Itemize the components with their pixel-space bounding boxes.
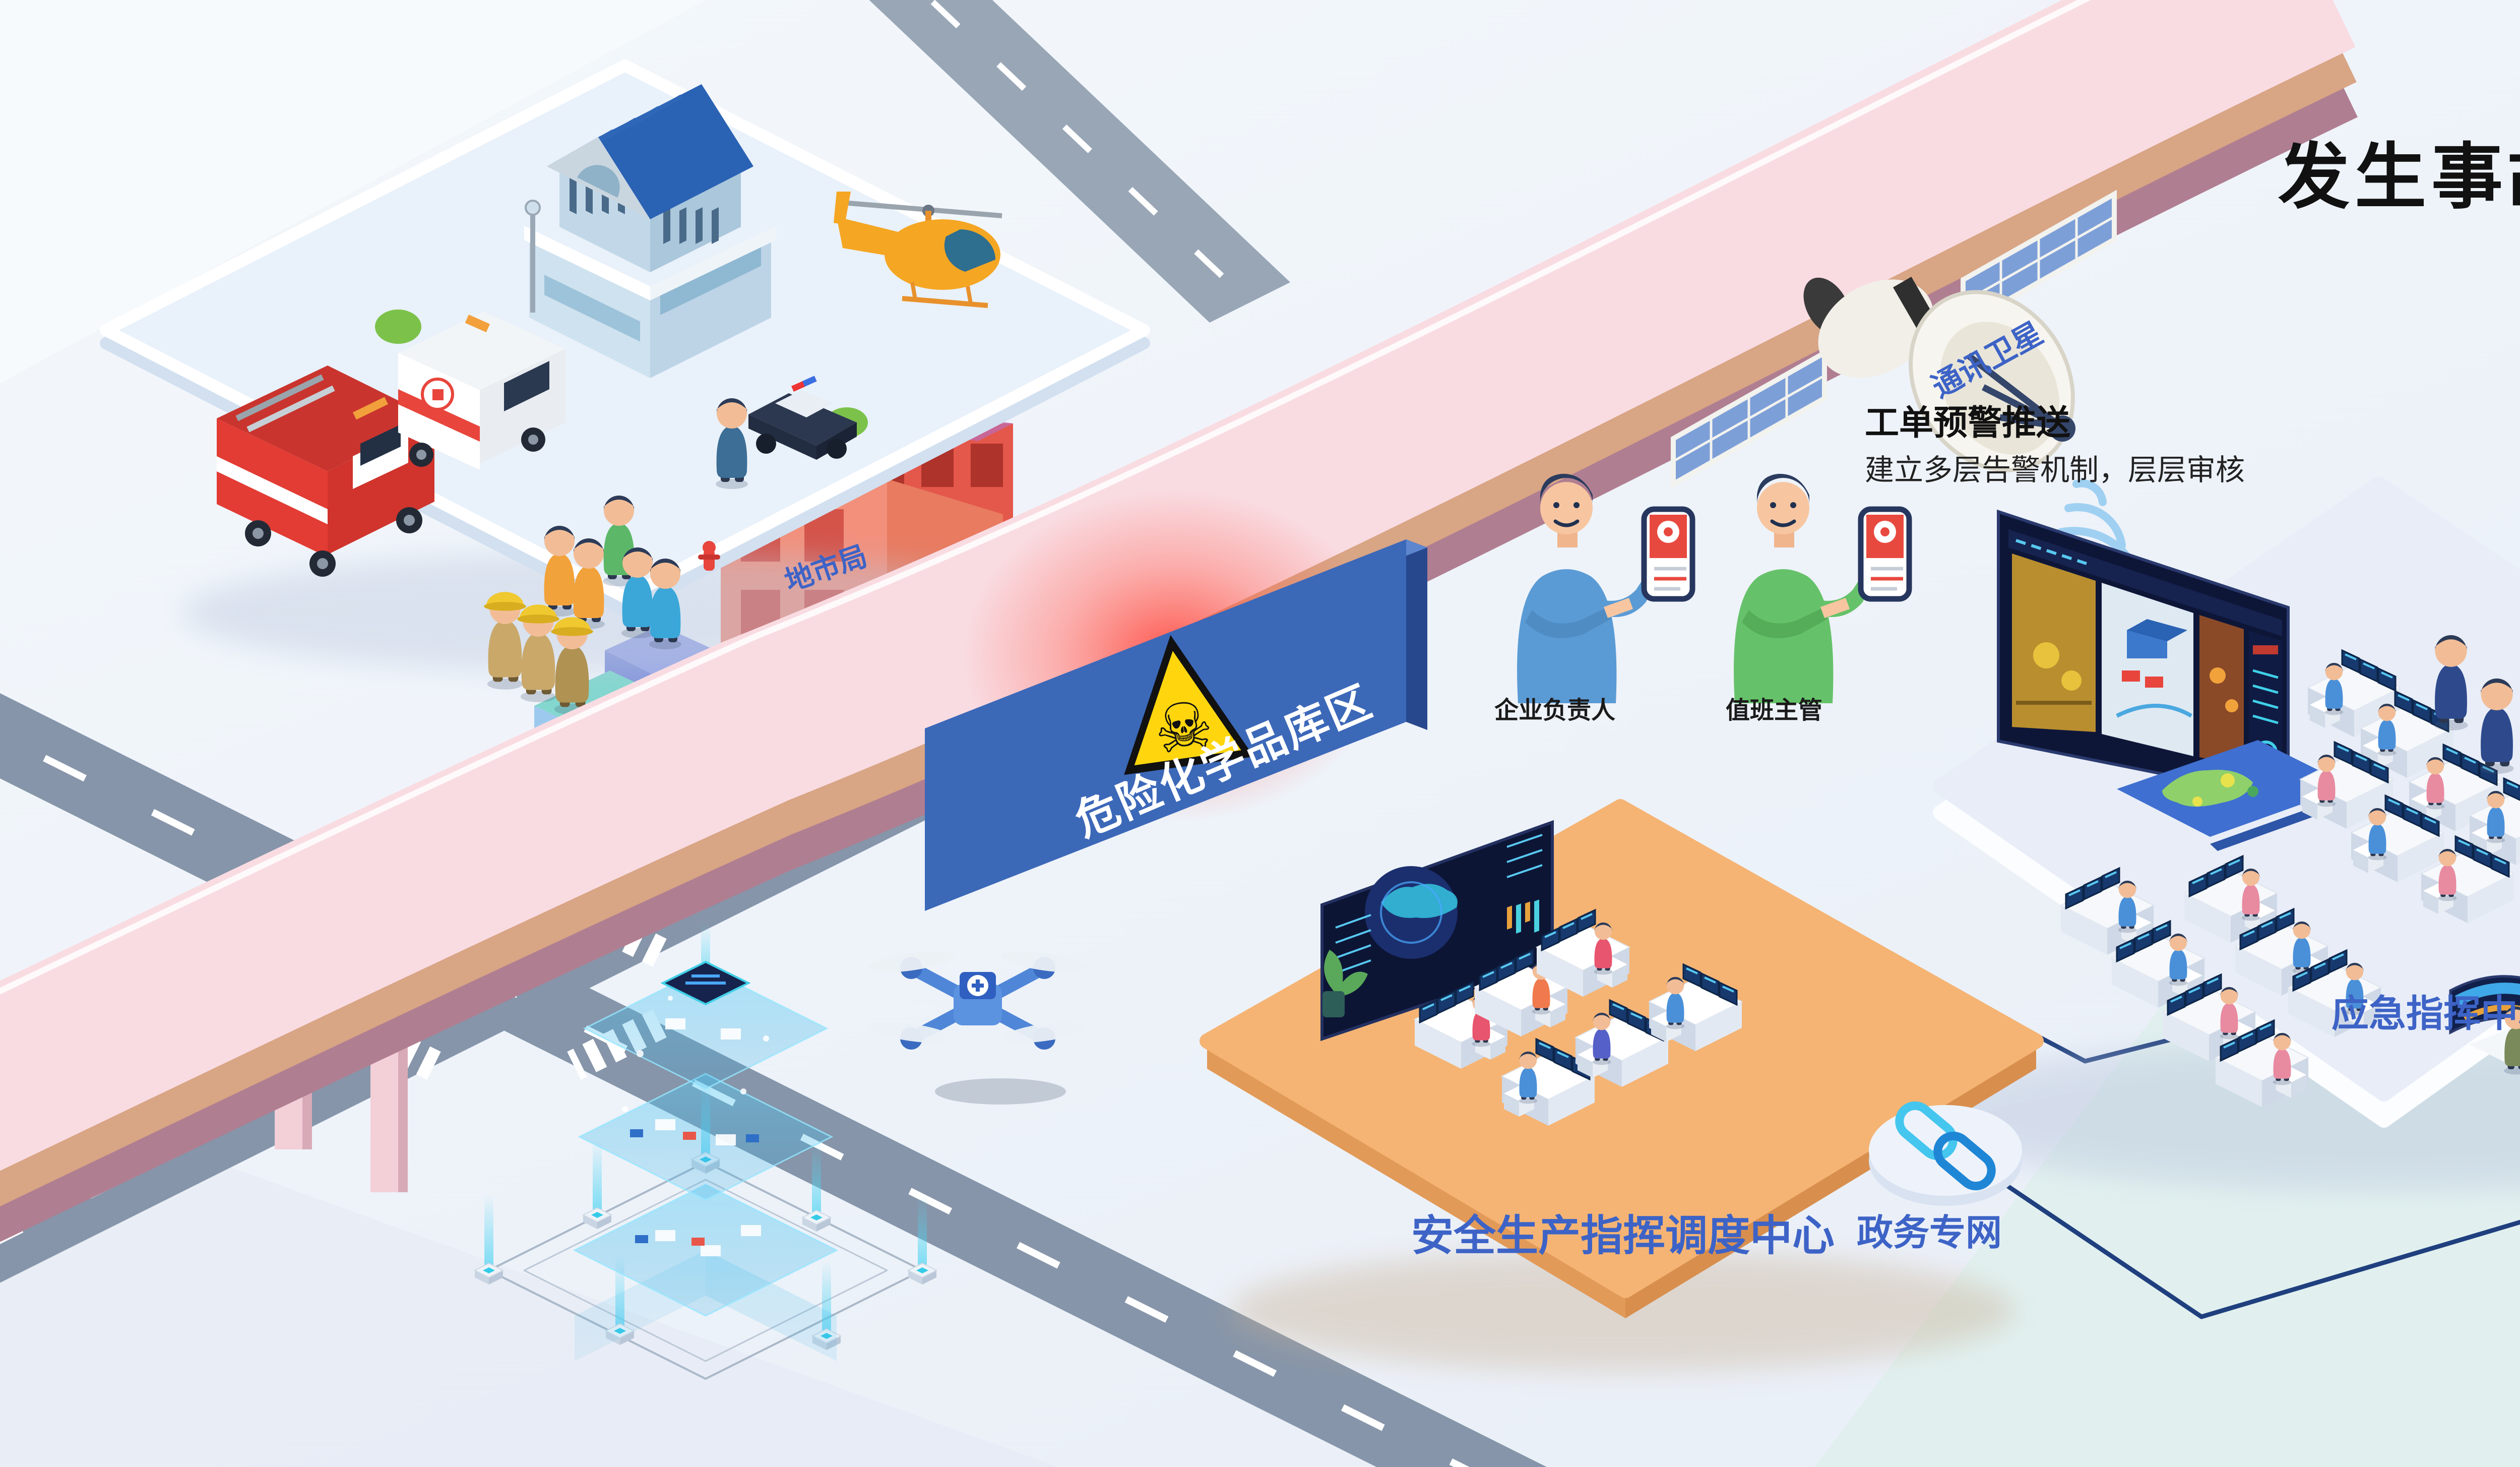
city-bureau-platform: [100, 59, 1150, 617]
communication-satellite: 通讯卫星: [1671, 190, 2145, 593]
fire-hydrant: [698, 541, 720, 571]
emergency-center-label: 应急指挥中心: [2332, 993, 2520, 1034]
police-car: [748, 376, 857, 460]
standing-technician: [2480, 678, 2514, 774]
svg-text:☠: ☠: [1149, 687, 1218, 768]
lamppost: [525, 200, 541, 313]
toxic-hazard-icon: ☠: [1124, 635, 1254, 775]
alert-phone: [1641, 506, 1695, 602]
digital-twin-hologram: [474, 923, 937, 1380]
enterprise-manager-label: 企业负责人: [1494, 697, 1615, 724]
safety-center-label: 安全生产指挥调度中心: [1411, 1212, 1835, 1259]
video-wall: [1997, 509, 2290, 801]
elevated-highway: [0, 0, 2358, 1242]
curved-monitor-station: [2449, 975, 2520, 1075]
gov-network-node: [1869, 1101, 2022, 1206]
hologram-floors: [573, 923, 839, 1361]
emergency-command-center: 应急指挥中心: [1933, 476, 2520, 1128]
gov-network-label: 政务专网: [1857, 1213, 2002, 1253]
duty-supervisor-figure: [1734, 473, 1912, 703]
bush: [375, 310, 421, 344]
background-light-wedge: [0, 0, 706, 383]
background-lavender-wedge: [0, 1084, 1058, 1467]
annotation-heading: 工单预警推送: [1865, 404, 2070, 442]
alert-phone: [1858, 506, 1912, 602]
rescue-drone: [868, 951, 1087, 1105]
police-officer: [716, 398, 748, 489]
helicopter: [834, 192, 1002, 308]
annotation-body: 建立多层告警机制，层层审核: [1865, 454, 2245, 486]
ambulance: [398, 312, 565, 470]
standing-technician: [2434, 635, 2468, 730]
page-title: 发生事故指挥调度场景: [2278, 137, 2520, 217]
hazmat-zone-sign: ☠ 危险化学品库区: [925, 489, 1427, 911]
enterprise-manager-figure: [1517, 473, 1695, 703]
potted-plant: [1322, 950, 1368, 1017]
chain-link-icon: [1895, 1101, 1996, 1191]
fire-truck: [217, 365, 434, 577]
government-building: [524, 84, 776, 378]
duty-supervisor-label: 值班主管: [1726, 697, 1822, 724]
